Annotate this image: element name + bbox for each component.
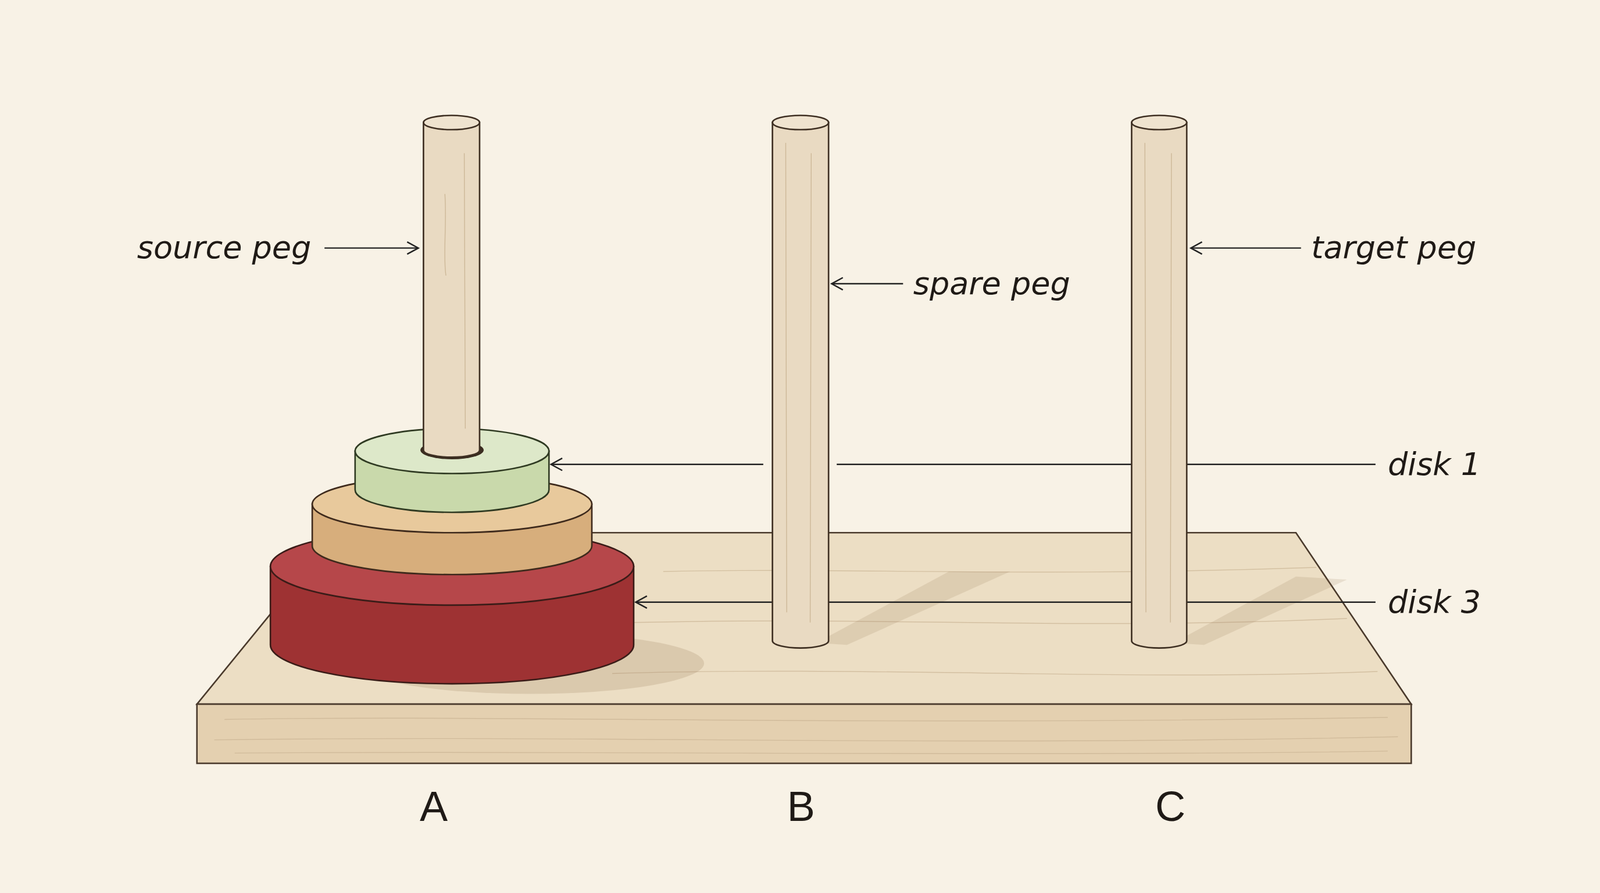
arrow-head [406, 241, 419, 255]
peg-label: spare peg [913, 268, 1071, 300]
leader-line [552, 463, 764, 465]
grain-line [663, 567, 1317, 573]
peg-body [423, 122, 480, 458]
peg-body [772, 122, 830, 649]
peg-top [423, 115, 480, 130]
leader-line [832, 283, 903, 285]
peg [772, 115, 830, 648]
peg-label: target peg [1311, 231, 1477, 264]
arrow-head [1190, 241, 1202, 255]
leader-line [636, 601, 1376, 603]
peg-shadow [1173, 576, 1347, 646]
peg-grain [444, 152, 466, 429]
grain-line [234, 751, 1388, 754]
peg-body [1131, 122, 1187, 649]
arrow-head [635, 595, 647, 609]
peg [423, 115, 480, 457]
grain-line [214, 736, 1399, 741]
peg-grain [785, 143, 812, 623]
board-front [197, 704, 1412, 764]
peg-top [1131, 115, 1187, 130]
peg [1131, 115, 1187, 648]
leader-line [1191, 247, 1302, 249]
arrow-head [551, 458, 563, 471]
peg-letter: B [787, 785, 816, 828]
peg-top [772, 115, 830, 130]
leader-line [324, 247, 418, 249]
peg-grain [1144, 143, 1172, 623]
peg-label: source peg [137, 231, 312, 264]
arrow-head [831, 277, 843, 291]
grain-line [612, 670, 1378, 675]
leader-line [836, 463, 1376, 465]
grain-line [224, 717, 1388, 721]
peg-shadow [816, 571, 1010, 645]
peg-letter: C [1155, 785, 1186, 828]
peg-letter: A [419, 785, 448, 828]
disk-label: disk 1 [1387, 448, 1481, 481]
disk-label: disk 3 [1387, 586, 1481, 619]
